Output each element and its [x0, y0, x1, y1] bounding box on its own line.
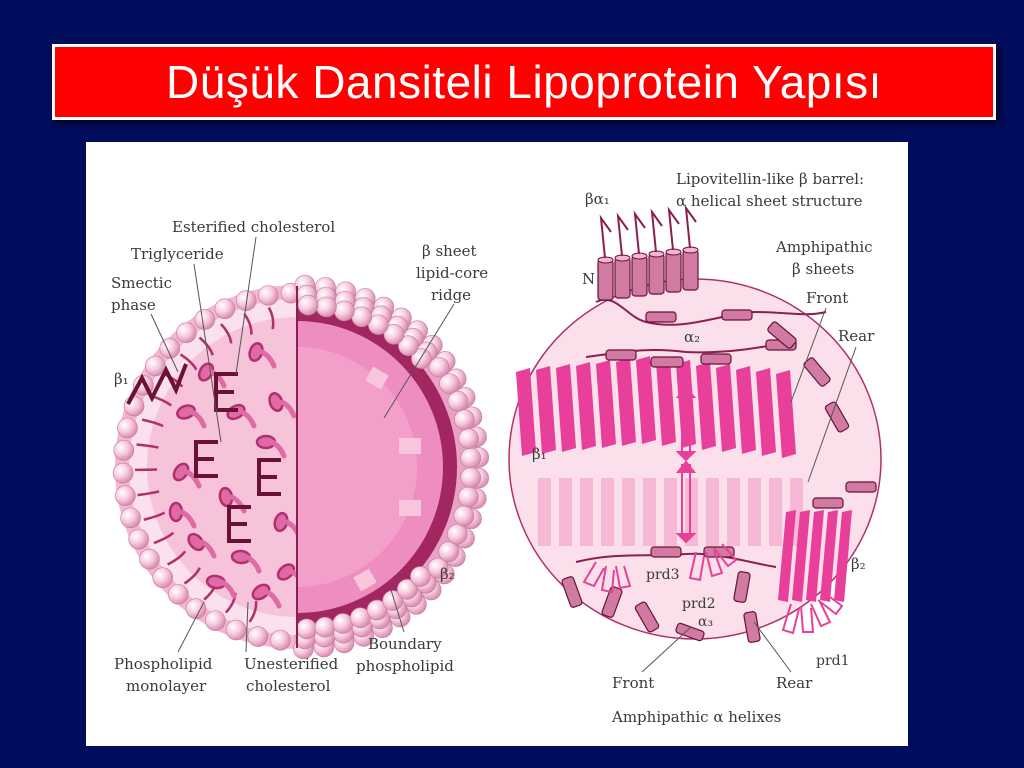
label-alpha2: α₂ — [684, 328, 700, 346]
label-boundary-1: Boundary — [368, 635, 442, 653]
label-beta2-right: β₂ — [851, 555, 866, 573]
ldl-diagram-svg: Esterified cholesterol Triglyceride Smec… — [111, 170, 882, 726]
slide-title: Düşük Dansiteli Lipoprotein Yapısı — [166, 56, 882, 108]
lipid-tails-left — [135, 306, 307, 623]
beta-alpha1-barrel — [597, 204, 699, 301]
prd-fans — [582, 543, 844, 635]
label-phospholipid-1: Phospholipid — [114, 655, 213, 673]
beta2-sheet — [778, 510, 852, 602]
ldl-particle-right — [508, 204, 882, 643]
label-smectic-1: Smectic — [111, 274, 172, 292]
label-beta1-left: β₁ — [114, 370, 129, 388]
left-labels: Esterified cholesterol Triglyceride Smec… — [111, 218, 488, 695]
beta-sheet-ridges — [353, 366, 421, 592]
label-triglyceride: Triglyceride — [131, 245, 224, 263]
label-prd2: prd2 — [682, 596, 716, 612]
esterified-molecules — [194, 372, 281, 543]
label-amphipathic-beta-1: Amphipathic — [775, 238, 873, 256]
label-beta2-left: β₂ — [440, 565, 455, 583]
phospholipid-head-beads-right — [293, 274, 490, 660]
label-n-terminus: N — [582, 270, 595, 288]
label-beta-sheet-1: β sheet — [422, 242, 477, 260]
label-front-bottom: Front — [612, 674, 654, 692]
label-rear-top: Rear — [838, 327, 875, 345]
label-esterified-cholesterol: Esterified cholesterol — [172, 218, 335, 236]
label-amphipathic-beta-2: β sheets — [792, 260, 854, 278]
label-prd1: prd1 — [816, 653, 850, 669]
label-beta-sheet-2: lipid-core — [416, 264, 488, 282]
label-prd3: prd3 — [646, 567, 680, 583]
label-beta-alpha1: βα₁ — [585, 190, 610, 208]
label-unesterified-2: cholesterol — [246, 677, 331, 695]
slide-title-bar: Düşük Dansiteli Lipoprotein Yapısı — [52, 44, 996, 120]
label-phospholipid-2: monolayer — [126, 677, 207, 695]
label-unesterified-1: Unesterified — [244, 655, 339, 673]
label-boundary-2: phospholipid — [356, 657, 454, 675]
label-lipovitellin-1: Lipovitellin-like β barrel: — [676, 170, 864, 188]
label-smectic-2: phase — [111, 296, 156, 314]
label-beta1-right: β₁ — [532, 445, 547, 463]
label-rear-bottom: Rear — [776, 674, 813, 692]
ldl-particle-left — [112, 274, 490, 660]
label-front-top: Front — [806, 289, 848, 307]
label-beta-sheet-3: ridge — [431, 286, 471, 304]
label-lipovitellin-2: α helical sheet structure — [676, 192, 863, 210]
label-amphipathic-alpha: Amphipathic α helixes — [611, 708, 781, 726]
phospholipid-head-beads-left — [112, 282, 302, 651]
alpha-helix-cylinders — [561, 309, 877, 643]
beta1-zigzag — [126, 363, 188, 405]
label-alpha3: α₃ — [698, 614, 713, 630]
right-labels: Lipovitellin-like β barrel: α helical sh… — [532, 170, 875, 726]
ldl-structure-figure: Esterified cholesterol Triglyceride Smec… — [86, 142, 908, 746]
central-arrows — [675, 386, 697, 544]
